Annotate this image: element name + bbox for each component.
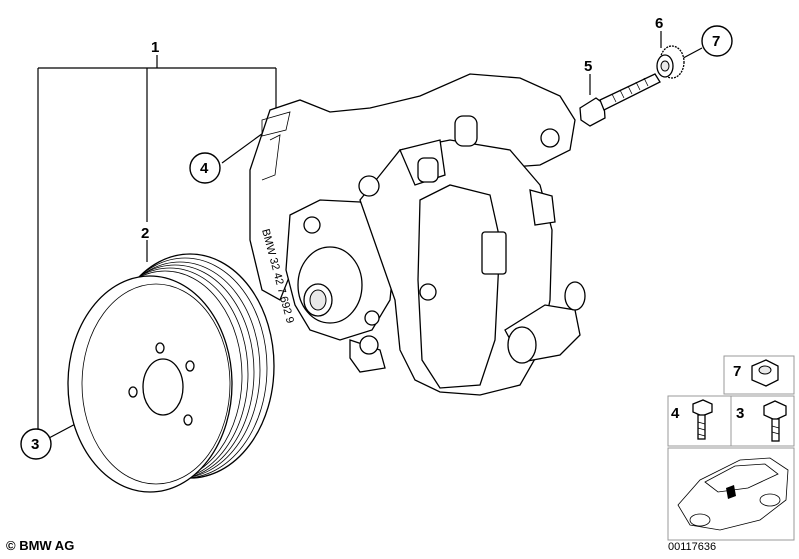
bolt-part-5 bbox=[579, 73, 661, 127]
callout-circle-7: 7 bbox=[701, 25, 733, 57]
callout-1: 1 bbox=[151, 39, 159, 56]
callout-5: 5 bbox=[584, 58, 592, 75]
hardware-legend: 7 4 3 bbox=[667, 355, 795, 541]
bolt-icon-4 bbox=[692, 399, 713, 440]
callout-circle-3: 3 bbox=[20, 428, 52, 460]
drive-gear bbox=[656, 45, 685, 79]
power-steering-pump: BMW 32 42 7 692 9 bbox=[249, 73, 586, 396]
callout-circle-4: 4 bbox=[189, 152, 221, 184]
nut-icon bbox=[751, 359, 779, 387]
callout-2: 2 bbox=[141, 225, 149, 242]
vehicle-locator-icon bbox=[677, 457, 789, 531]
callout-1-leaders bbox=[37, 31, 703, 439]
legend-item-3: 3 bbox=[736, 405, 744, 422]
bolt-icon-3 bbox=[763, 400, 787, 442]
callout-4: 4 bbox=[200, 160, 209, 177]
legend-item-7: 7 bbox=[733, 363, 741, 380]
diagram-number: 00117636 bbox=[668, 541, 717, 553]
pulley bbox=[67, 253, 275, 493]
legend-item-4: 4 bbox=[671, 405, 680, 422]
callout-6: 6 bbox=[655, 15, 663, 32]
copyright-text: © BMW AG bbox=[6, 538, 75, 553]
callout-3: 3 bbox=[31, 436, 39, 453]
callout-7: 7 bbox=[712, 33, 720, 50]
